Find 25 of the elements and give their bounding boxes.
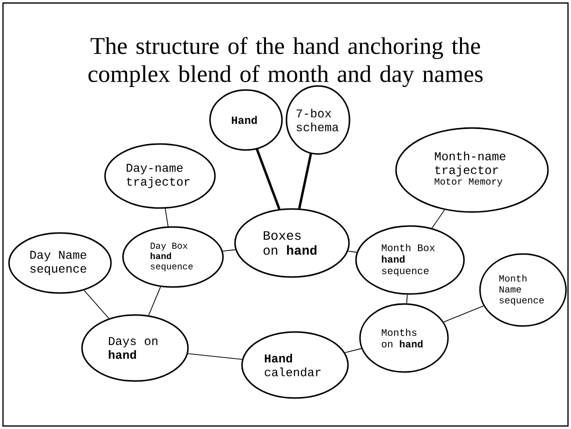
ellipse-node: 7-box schema — [286, 85, 350, 155]
connector-line — [344, 348, 362, 354]
ellipse-node: Day Box hand sequence — [122, 226, 224, 288]
connector-line — [84, 290, 110, 319]
ellipse-node: Hand — [209, 89, 283, 151]
ellipse-node: Boxes on hand — [234, 208, 350, 278]
ellipse-node: Months on hand — [359, 303, 449, 373]
connector-line — [148, 286, 161, 316]
connector-line — [443, 306, 484, 322]
connector-line — [188, 353, 242, 360]
connector-line — [256, 148, 280, 210]
ellipse-node: Day Name sequence — [8, 232, 112, 294]
connector-line — [406, 294, 408, 304]
ellipse-node: Month Name sequence — [479, 253, 567, 327]
ellipse-node: Month-name trajector Motor Memory — [395, 127, 549, 213]
ellipse-node: Day-name trajector — [104, 143, 216, 209]
connector-line — [222, 249, 236, 252]
connector-line — [432, 210, 445, 229]
ellipse-node: Hand calendar — [241, 331, 349, 399]
connector-line — [348, 250, 357, 253]
title: The structure of the hand anchoring the complex blend of month and day names — [88, 36, 483, 88]
ellipse-node: Days on hand — [81, 314, 189, 382]
connector-line — [164, 208, 168, 227]
connector-line — [298, 154, 312, 209]
ellipse-node: Month Box hand sequence — [355, 225, 465, 295]
